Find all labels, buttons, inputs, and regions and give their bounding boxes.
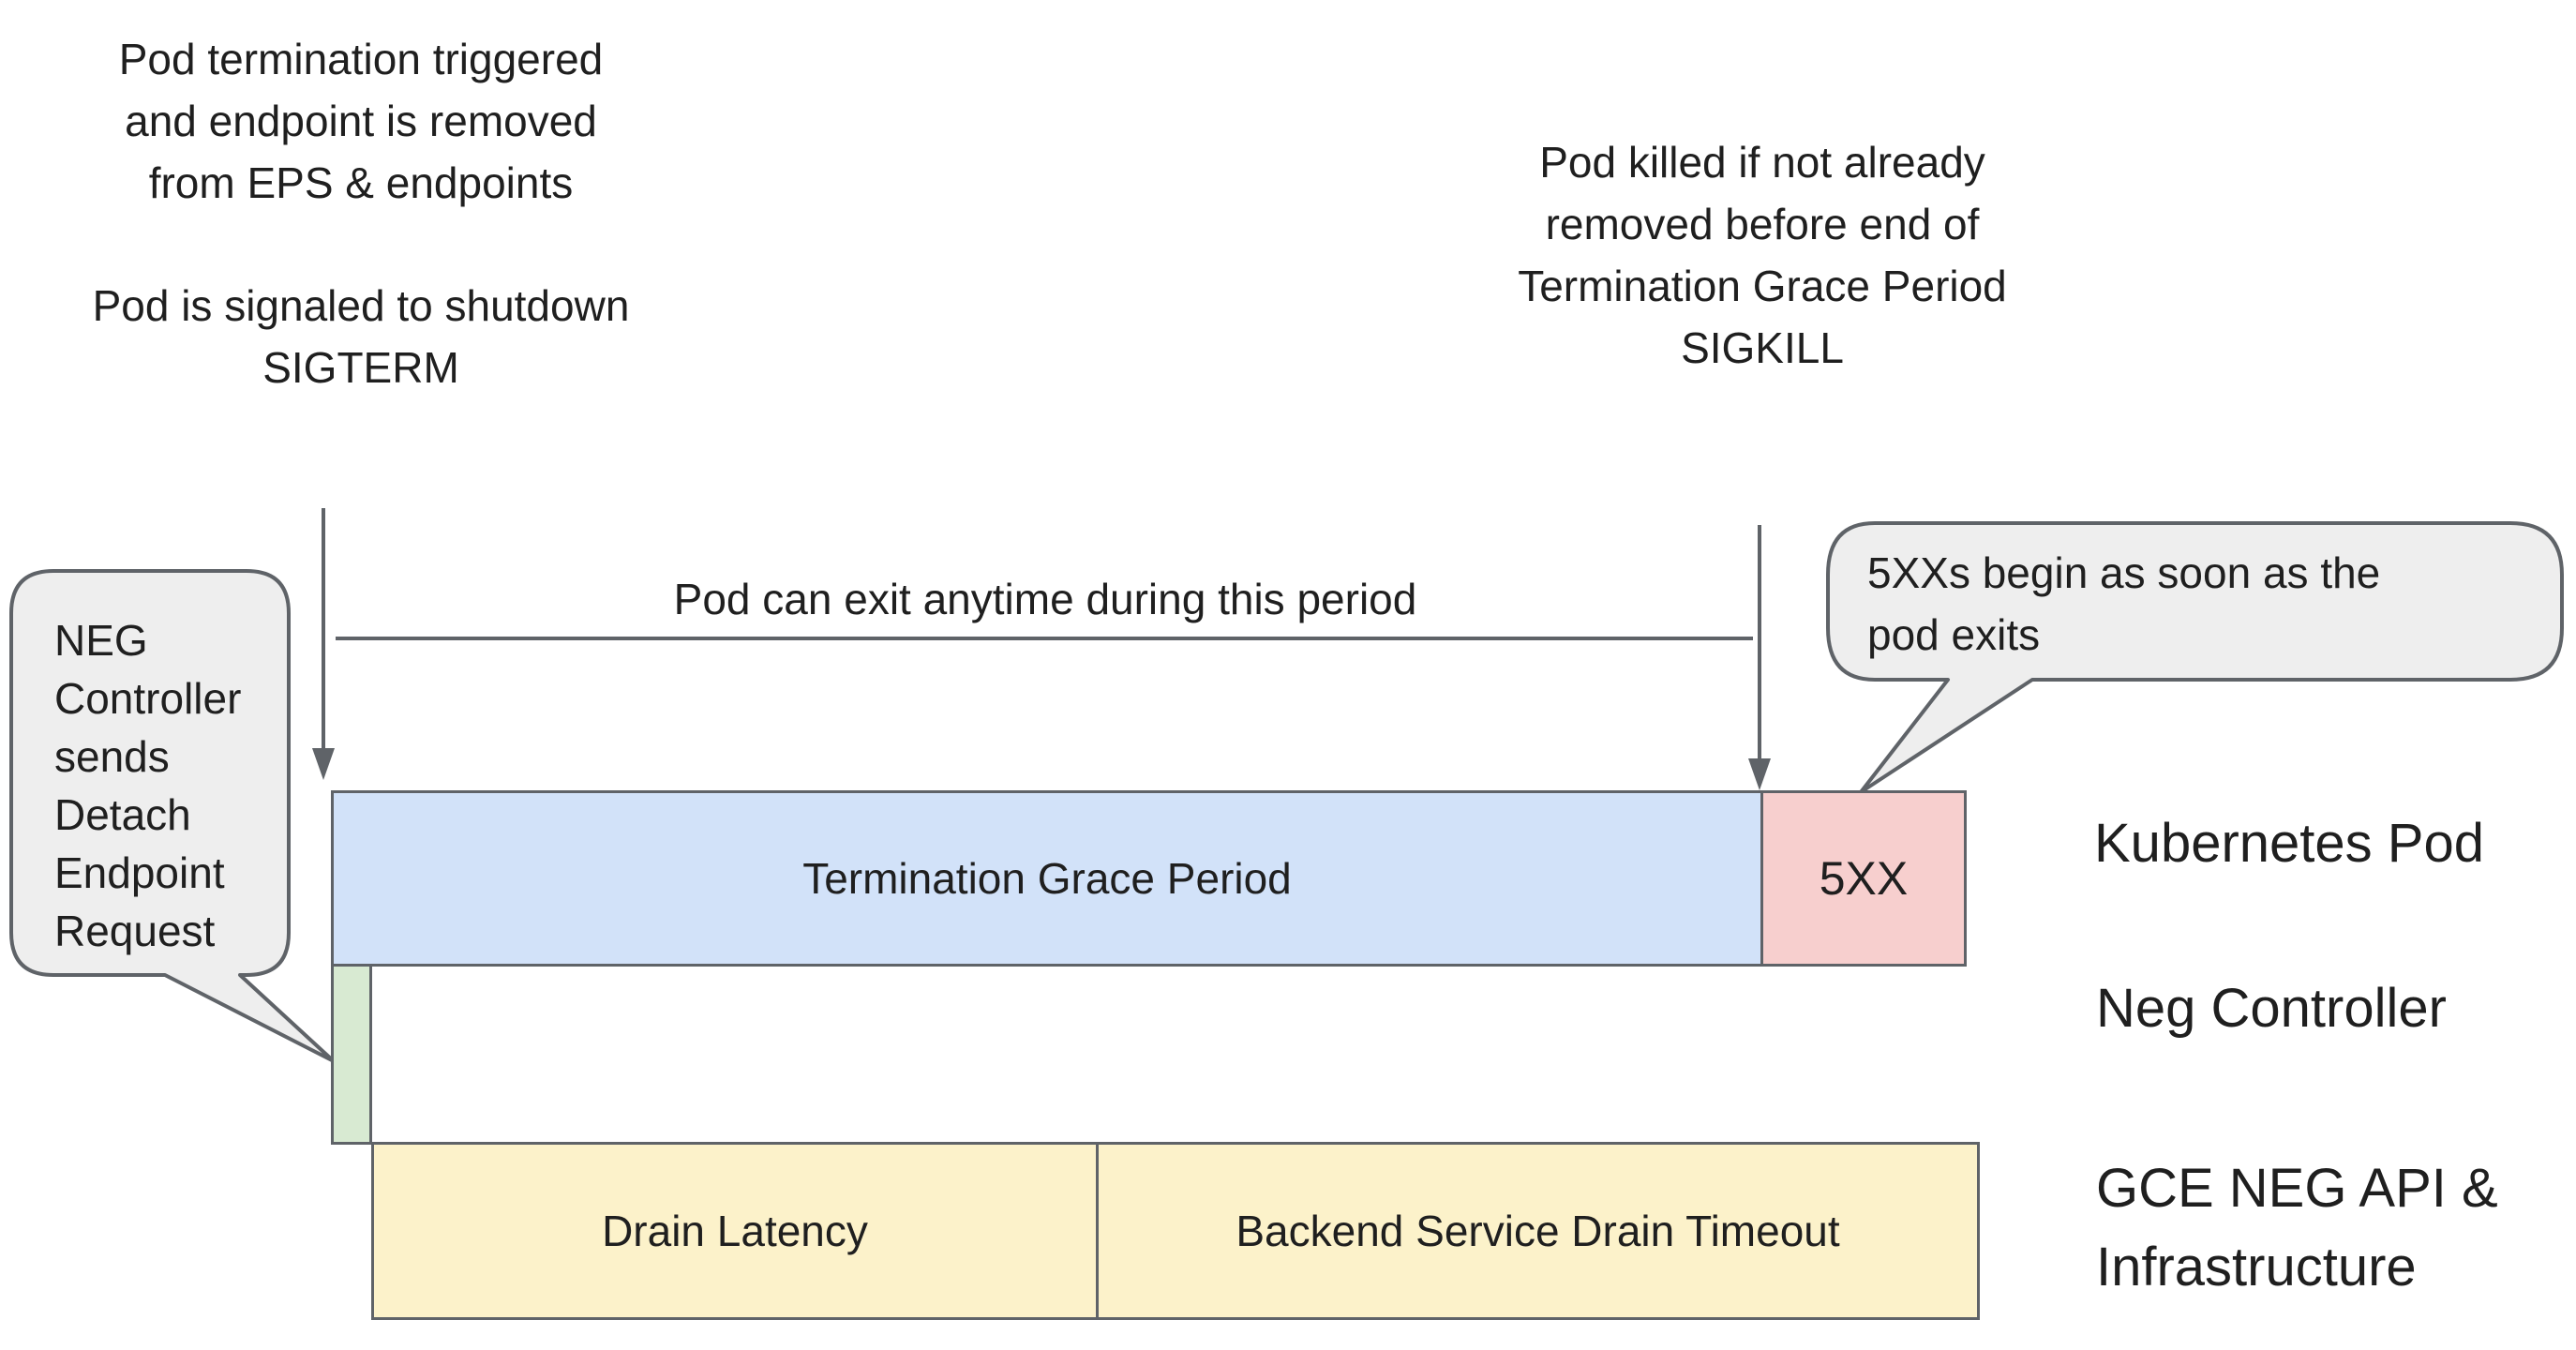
annotation-line: Pod killed if not already: [1539, 138, 1985, 187]
termination-grace-period-bar: Termination Grace Period: [331, 790, 1763, 967]
sigkill-arrow-head: [1748, 758, 1771, 790]
neg-detach-callout-bubble: [9, 569, 336, 1063]
pod-killed-annotation: Pod killed if not already removed before…: [1448, 131, 2076, 379]
callout-line: Endpoint: [54, 848, 225, 897]
row-label-neg-controller: Neg Controller: [2096, 978, 2447, 1039]
error-5xx-bar: 5XX: [1760, 790, 1967, 967]
annotation-line: from EPS & endpoints: [148, 158, 574, 207]
drain-latency-label: Drain Latency: [602, 1207, 868, 1255]
neg-detach-bar: [331, 964, 372, 1145]
callout-line: pod exits: [1867, 610, 2041, 659]
row-label-kubernetes-pod: Kubernetes Pod: [2094, 813, 2484, 874]
callout-line: sends: [54, 732, 170, 781]
callout-line: Detach: [54, 790, 191, 839]
error-5xx-label: 5XX: [1819, 852, 1909, 905]
drain-timeout-label: Backend Service Drain Timeout: [1236, 1207, 1840, 1255]
callout-line: NEG: [54, 616, 148, 665]
annotation-line: removed before end of: [1545, 200, 1980, 248]
drain-timeout-cell: Backend Service Drain Timeout: [1099, 1145, 1977, 1317]
neg-detach-callout-text: NEG Controller sends Detach Endpoint Req…: [54, 611, 279, 960]
annotation-line: SIGKILL: [1681, 323, 1844, 372]
gce-drain-bar: Drain Latency Backend Service Drain Time…: [371, 1142, 1980, 1320]
callout-line: Controller: [54, 674, 242, 723]
errors-callout-bubble: [1826, 521, 2564, 794]
annotation-line: Termination Grace Period: [1518, 262, 2007, 310]
row-label-gce: GCE NEG API & Infrastructure: [2096, 1149, 2498, 1307]
callout-line: Request: [54, 907, 216, 955]
annotation-line: Pod is signaled to shutdown: [92, 281, 630, 330]
callout-line: 5XXs begin as soon as the: [1867, 548, 2381, 597]
exit-period-label: Pod can exit anytime during this period: [673, 575, 1417, 623]
annotation-line: SIGTERM: [262, 343, 459, 392]
pod-termination-annotation: Pod termination triggered and endpoint i…: [19, 28, 703, 214]
annotation-line: Pod termination triggered: [118, 35, 604, 83]
row-label-line: Infrastructure: [2096, 1237, 2417, 1298]
termination-grace-period-label: Termination Grace Period: [802, 854, 1292, 903]
errors-callout-text: 5XXs begin as soon as the pod exits: [1867, 542, 2542, 666]
annotation-line: and endpoint is removed: [125, 97, 597, 145]
pod-shutdown-annotation: Pod is signaled to shutdown SIGTERM: [19, 275, 703, 398]
sigterm-arrow-head: [312, 748, 335, 780]
row-label-line: GCE NEG API &: [2096, 1158, 2498, 1219]
drain-latency-cell: Drain Latency: [374, 1145, 1099, 1317]
